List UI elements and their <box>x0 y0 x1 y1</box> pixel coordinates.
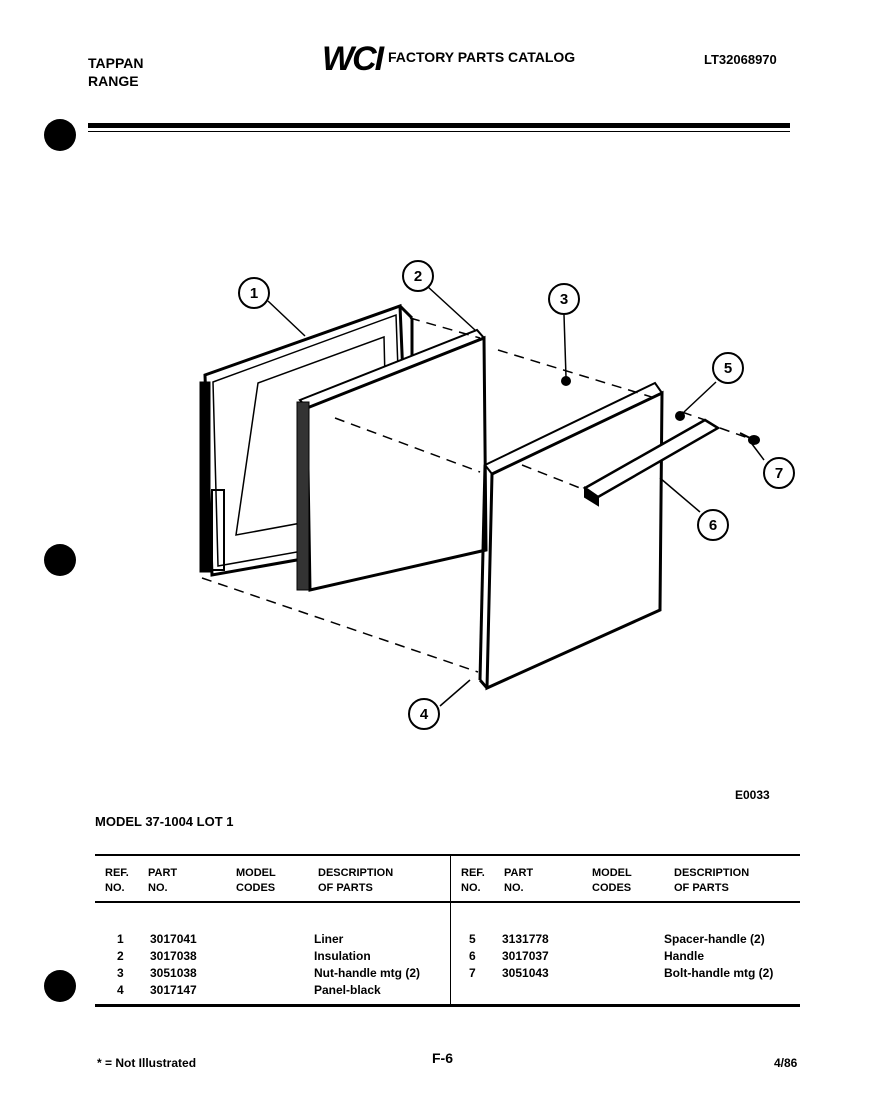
callout-4: 4 <box>420 706 429 723</box>
wci-logo: WCI <box>322 40 384 78</box>
header-rule-thin <box>88 131 790 132</box>
part-nut <box>561 376 571 386</box>
col-part-no-right: PART NO. <box>504 867 534 894</box>
callout-7: 7 <box>775 465 783 482</box>
table-divider <box>450 856 451 1004</box>
callout-5: 5 <box>724 360 732 377</box>
table-cell-ref: 2 <box>117 949 124 963</box>
part-bolt <box>739 432 760 445</box>
revision-date: 4/86 <box>774 1056 798 1070</box>
brand-line-1: TAPPAN <box>88 55 144 71</box>
col-model-codes-right: MODEL CODES <box>592 867 632 894</box>
table-cell-part: 3017041 <box>150 932 197 946</box>
part-handle <box>582 418 721 507</box>
callout-3: 3 <box>560 291 568 308</box>
catalog-title: FACTORY PARTS CATALOG <box>388 49 576 65</box>
table-cell-part: 3017037 <box>502 949 549 963</box>
table-cell-part: 3051038 <box>150 966 197 980</box>
col-part-no: PART NO. <box>148 867 178 894</box>
table-cell-desc: Insulation <box>314 949 371 963</box>
brand-line-2: RANGE <box>88 73 139 89</box>
callout-2: 2 <box>414 268 422 285</box>
table-rule-top <box>95 854 800 856</box>
table-cell-desc: Bolt-handle mtg (2) <box>664 966 774 980</box>
col-description: DESCRIPTION OF PARTS <box>318 867 394 894</box>
table-cell-part: 3017038 <box>150 949 197 963</box>
footnote: * = Not Illustrated <box>97 1056 197 1070</box>
table-cell-desc: Liner <box>314 932 344 946</box>
col-ref-no-right: REF. NO. <box>461 867 485 894</box>
header-rule <box>88 123 790 128</box>
brand-name: TAPPAN RANGE <box>88 54 143 90</box>
part-insulation <box>296 328 488 592</box>
part-spacer <box>675 411 685 421</box>
table-cell-ref: 5 <box>469 932 476 946</box>
binder-hole-icon <box>44 544 76 576</box>
binder-hole-icon <box>44 970 76 1002</box>
table-cell-desc: Panel-black <box>314 983 381 997</box>
callout-1: 1 <box>250 285 258 302</box>
table-cell-desc: Nut-handle mtg (2) <box>314 966 420 980</box>
table-cell-part: 3131778 <box>502 932 549 946</box>
figure-code: E0033 <box>735 788 770 802</box>
col-description-right: DESCRIPTION OF PARTS <box>674 867 750 894</box>
page-number: F-6 <box>432 1050 453 1066</box>
callout-6: 6 <box>709 517 717 534</box>
table-rule-bottom <box>95 1004 800 1007</box>
table-cell-part: 3051043 <box>502 966 549 980</box>
table-cell-desc: Handle <box>664 949 705 963</box>
table-cell-ref: 4 <box>117 983 124 997</box>
table-cell-desc: Spacer-handle (2) <box>664 932 765 946</box>
part-panel <box>478 381 664 691</box>
table-cell-ref: 7 <box>469 966 476 980</box>
table-rule-header <box>95 901 800 903</box>
table-cell-ref: 3 <box>117 966 124 980</box>
catalog-number: LT32068970 <box>704 52 777 67</box>
binder-hole-icon <box>44 119 76 151</box>
table-cell-ref: 1 <box>117 932 124 946</box>
table-cell-part: 3017147 <box>150 983 197 997</box>
model-label: MODEL 37-1004 LOT 1 <box>95 814 234 829</box>
exploded-parts-diagram: 1 2 3 4 5 6 7 <box>199 260 795 730</box>
col-ref-no: REF. NO. <box>105 867 129 894</box>
table-cell-ref: 6 <box>469 949 476 963</box>
col-model-codes: MODEL CODES <box>236 867 276 894</box>
